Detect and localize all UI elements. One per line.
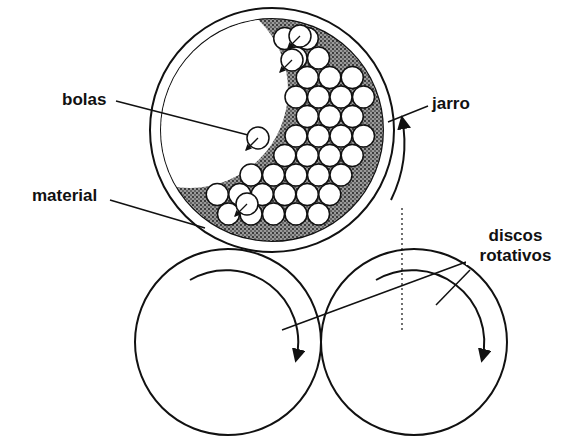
rotation-arrow bbox=[391, 118, 404, 200]
ball bbox=[330, 86, 352, 108]
ball bbox=[296, 106, 318, 128]
leader-line bbox=[282, 262, 466, 330]
leader-line bbox=[116, 101, 248, 135]
rotation-arrow bbox=[190, 270, 298, 360]
ball bbox=[206, 184, 228, 206]
ball bbox=[274, 184, 296, 206]
part-label: material bbox=[30, 186, 99, 206]
ball bbox=[285, 125, 307, 147]
part-label: bolas bbox=[60, 90, 108, 110]
ball bbox=[296, 184, 318, 206]
ball bbox=[285, 164, 307, 186]
motion-arrow bbox=[235, 204, 247, 216]
ball bbox=[319, 106, 341, 128]
ball bbox=[308, 47, 330, 69]
motion-arrow bbox=[288, 36, 300, 48]
ball bbox=[274, 145, 296, 167]
ball bbox=[341, 145, 363, 167]
material-fill bbox=[92, 0, 383, 241]
ball bbox=[296, 145, 318, 167]
ball bbox=[263, 203, 285, 225]
ball bbox=[285, 86, 307, 108]
balls bbox=[206, 25, 374, 225]
ball bbox=[341, 106, 363, 128]
ball bbox=[341, 67, 363, 89]
ball bbox=[330, 125, 352, 147]
part-label: discos rotativos bbox=[466, 226, 565, 265]
falling-ball bbox=[281, 49, 303, 71]
ball bbox=[296, 67, 318, 89]
ball bbox=[319, 67, 341, 89]
ball bbox=[263, 164, 285, 186]
ball bbox=[308, 125, 330, 147]
ball bbox=[308, 203, 330, 225]
ball bbox=[330, 164, 352, 186]
motion-arrow bbox=[280, 60, 292, 72]
ball bbox=[308, 164, 330, 186]
motion-arrow bbox=[246, 138, 258, 150]
rotating-disc bbox=[135, 249, 321, 435]
ball bbox=[319, 184, 341, 206]
leader-line bbox=[110, 200, 205, 228]
falling-ball bbox=[236, 193, 258, 215]
ball bbox=[308, 86, 330, 108]
dotted-line bbox=[401, 205, 402, 330]
ball bbox=[319, 145, 341, 167]
rotating-disc bbox=[321, 249, 507, 435]
ball bbox=[285, 203, 307, 225]
ball bbox=[240, 164, 262, 186]
ball bbox=[353, 125, 375, 147]
leader-line bbox=[436, 270, 470, 305]
falling-ball bbox=[289, 25, 311, 47]
ball bbox=[353, 86, 375, 108]
rotation-arrow bbox=[376, 270, 484, 360]
falling-ball bbox=[247, 127, 269, 149]
part-label: jarro bbox=[430, 94, 472, 114]
leader-line bbox=[388, 106, 428, 122]
